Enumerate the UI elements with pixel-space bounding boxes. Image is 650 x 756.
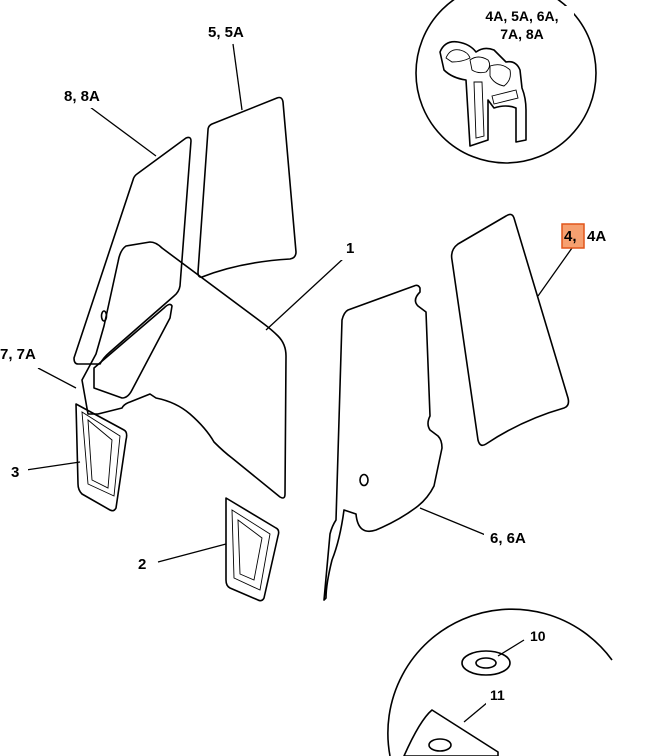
label-glass-7: 7, 7A xyxy=(0,346,36,363)
glass-panel-8: 8, 8A xyxy=(52,82,192,365)
label-part-11: 11 xyxy=(490,687,505,703)
label-glass-4-highlight: 4, xyxy=(564,228,577,245)
label-glass-8: 8, 8A xyxy=(64,88,100,105)
label-part-1: 1 xyxy=(346,240,354,257)
label-part-10: 10 xyxy=(530,628,546,644)
seal-detail-inset: 4A, 5A, 6A, 7A, 8A xyxy=(415,0,597,164)
label-part-3: 3 xyxy=(11,464,19,481)
glass-panel-5: 5, 5A xyxy=(196,16,297,278)
inset-label-line2: 7A, 8A xyxy=(500,26,544,42)
glass-panel-7: 7, 7A 3 xyxy=(0,342,128,512)
glass-panel-4: 4, 4A xyxy=(450,213,606,447)
washer-part-10: 10 xyxy=(461,626,552,676)
fastener-detail-inset: 10 11 xyxy=(387,608,613,756)
glass-panel-1: 1 xyxy=(81,236,360,499)
highlight-box xyxy=(561,223,585,249)
label-glass-5: 5, 5A xyxy=(208,24,244,41)
glass-panel-6: 6, 6A xyxy=(323,284,540,601)
inset-label-line1: 4A, 5A, 6A, xyxy=(485,8,558,24)
label-glass-6: 6, 6A xyxy=(490,530,526,547)
label-glass-4-rest: 4A xyxy=(587,228,606,245)
seal-profile xyxy=(439,40,527,147)
part-2-panel: 2 xyxy=(134,497,280,602)
label-part-2: 2 xyxy=(138,556,146,573)
bracket-part-11: 11 xyxy=(403,684,512,756)
